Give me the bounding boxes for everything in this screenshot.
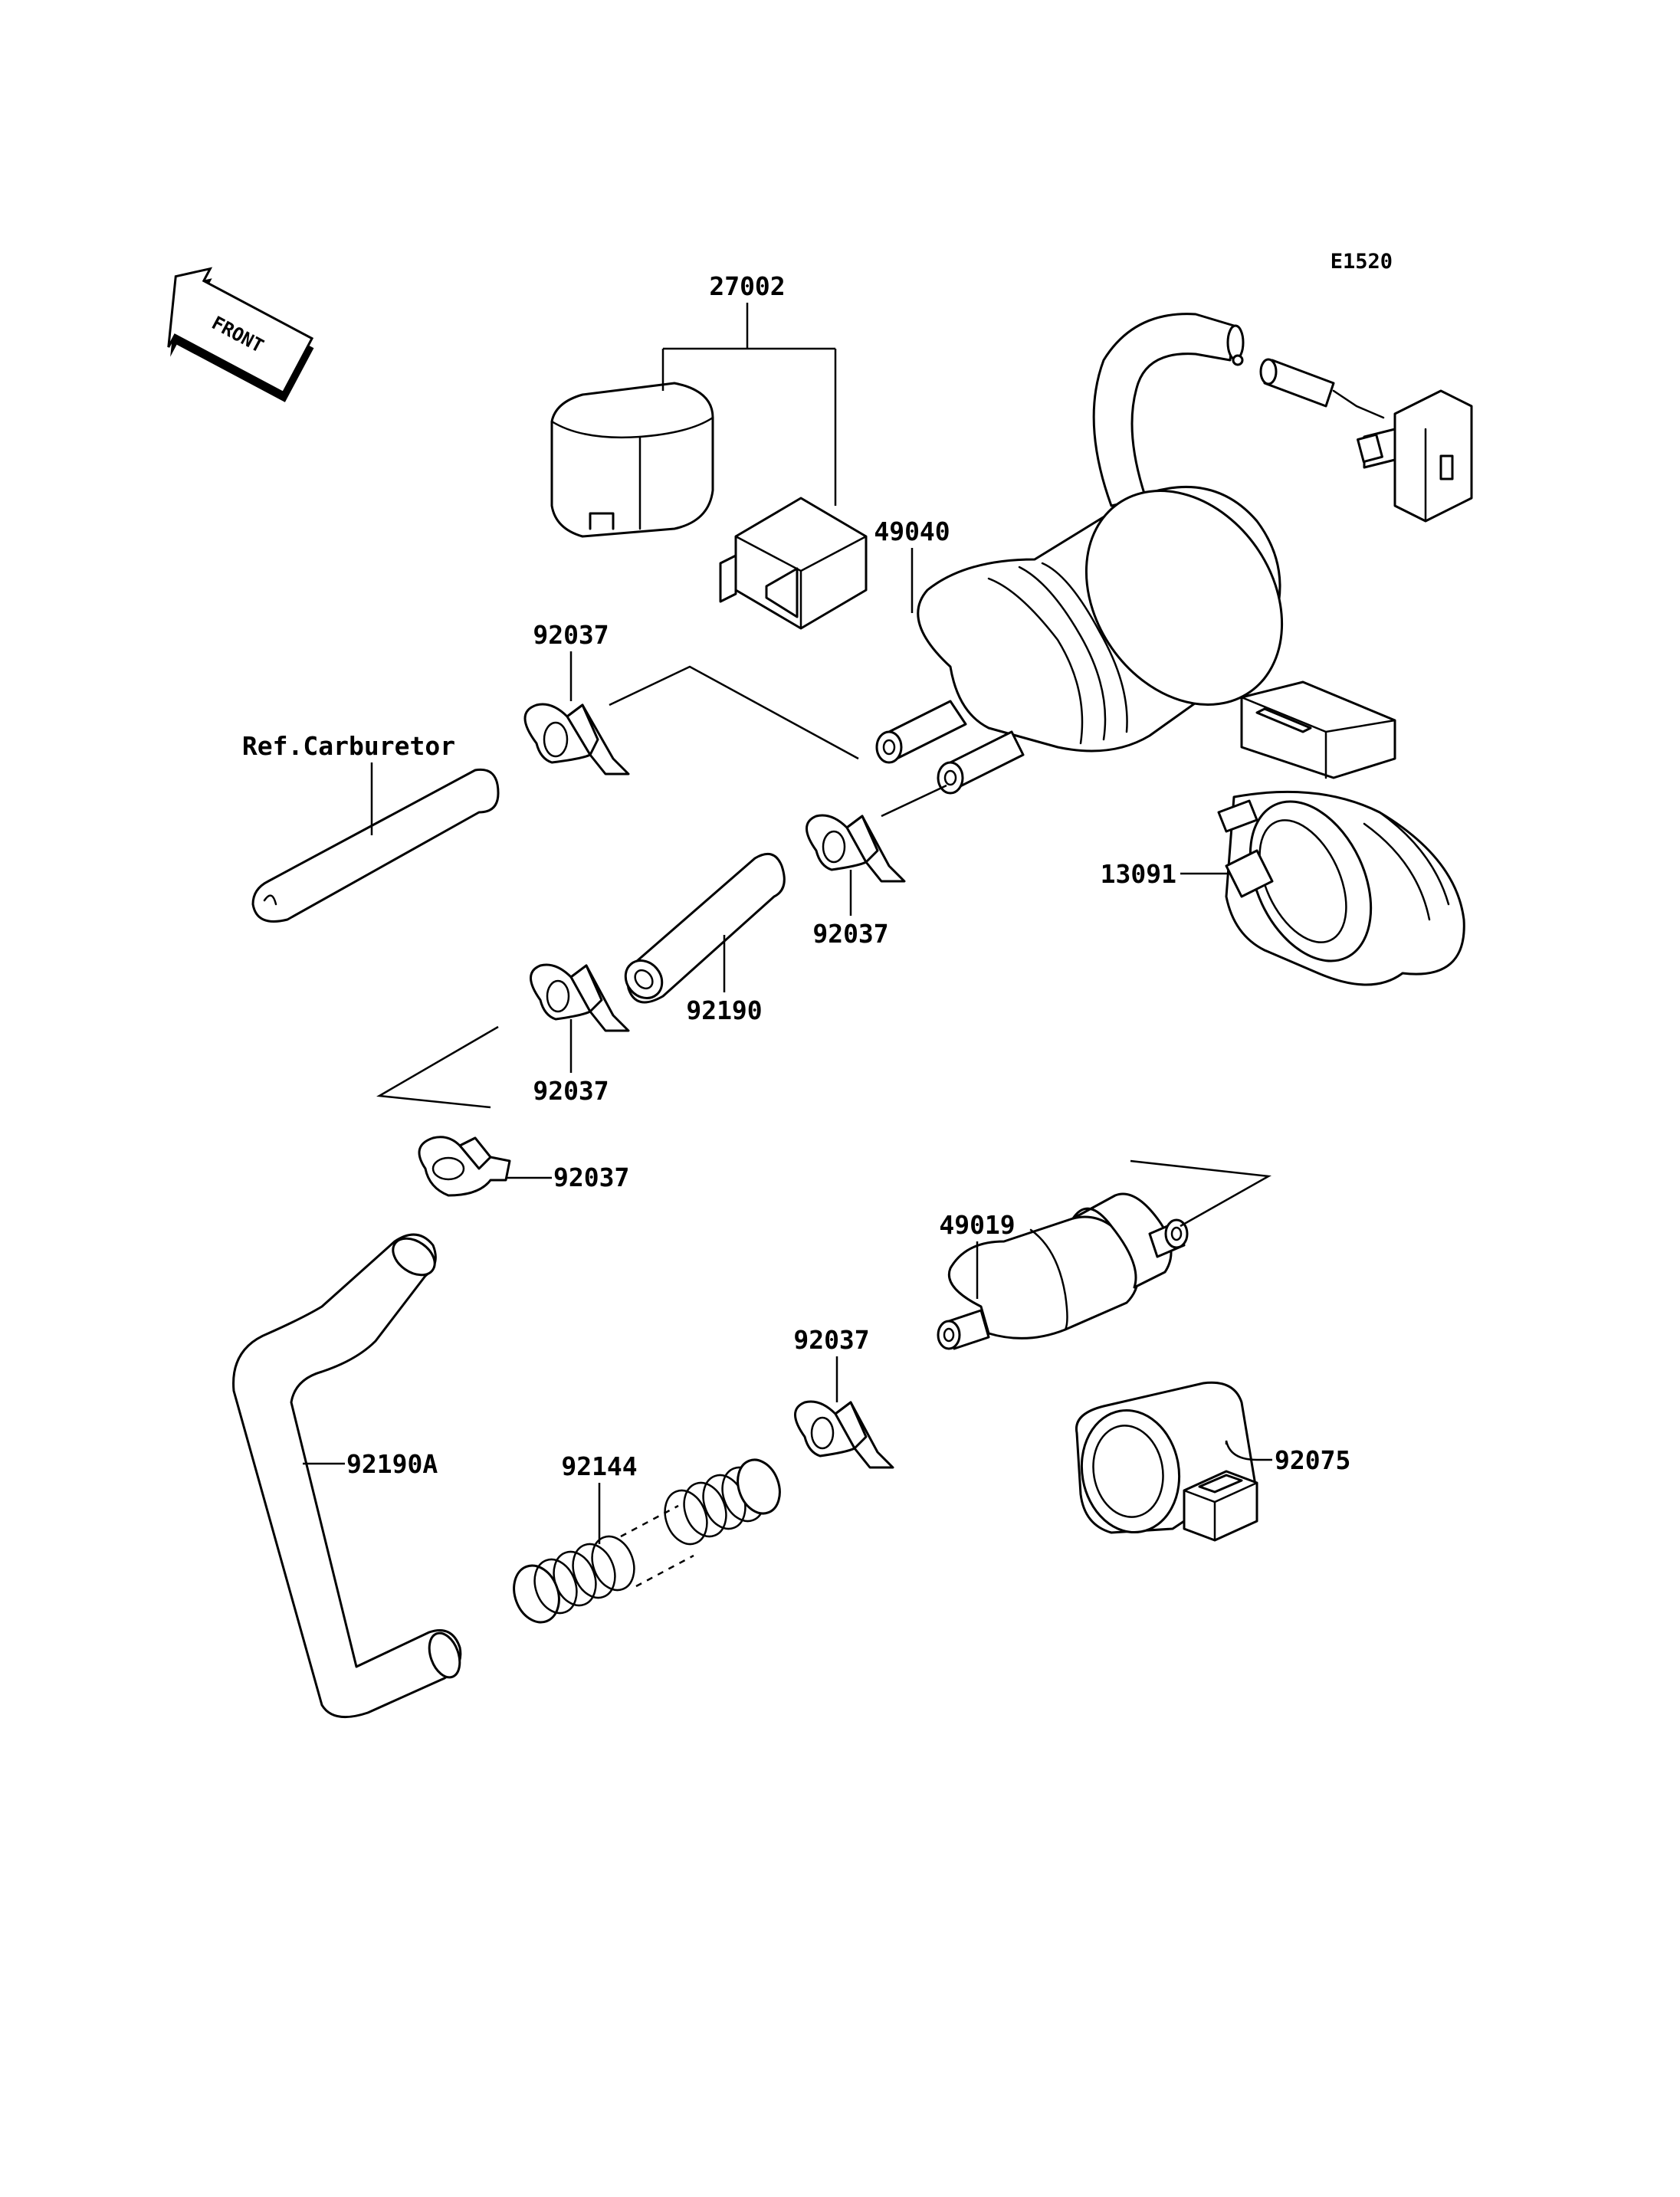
rubber-band-92075 — [1075, 1381, 1258, 1542]
label-49040: 49040 — [874, 516, 950, 546]
label-13091: 13091 — [1101, 859, 1176, 889]
hose-clamp-92037-c — [530, 963, 630, 1032]
label-27002: 27002 — [709, 271, 785, 301]
label-92037-d: 92037 — [553, 1162, 629, 1192]
label-92190A: 92190A — [346, 1449, 438, 1479]
spring-92144 — [513, 1458, 781, 1624]
fuel-hose-92190A — [232, 1233, 462, 1719]
label-92144: 92144 — [561, 1451, 637, 1481]
label-92037-e: 92037 — [793, 1325, 869, 1355]
label-92037-c: 92037 — [533, 1076, 609, 1106]
pump-bracket-13091 — [1217, 680, 1465, 986]
label-92075: 92075 — [1275, 1445, 1350, 1475]
label-92037-a: 92037 — [533, 620, 609, 650]
hose-clamp-92037-e — [794, 1400, 894, 1469]
label-92190: 92190 — [686, 995, 762, 1025]
hose-clamp-92037-a — [523, 703, 630, 776]
fuel-filter-49019 — [937, 1192, 1189, 1350]
carburetor-hose-ref — [251, 768, 500, 923]
hose-route-line-b — [881, 784, 947, 818]
front-arrow-icon: FRONT — [167, 267, 314, 402]
leader-92075 — [1225, 1440, 1272, 1461]
hose-clamp-92037-d — [418, 1136, 511, 1197]
hose-route-line-a — [609, 665, 859, 760]
fuel-hose-92190 — [624, 852, 786, 1004]
label-49019: 49019 — [939, 1210, 1015, 1240]
fuel-pump-49040 — [875, 313, 1473, 795]
leader-27002 — [661, 303, 837, 506]
hose-route-line-d — [1130, 1159, 1271, 1228]
hose-route-line-c — [376, 1025, 499, 1109]
relay-assembly-27002 — [550, 382, 868, 630]
label-92037-b: 92037 — [812, 919, 888, 949]
hose-clamp-92037-b — [806, 814, 906, 883]
diagram-code: E1520 — [1331, 250, 1393, 274]
label-ref-carburetor: Ref.Carburetor — [242, 731, 455, 761]
